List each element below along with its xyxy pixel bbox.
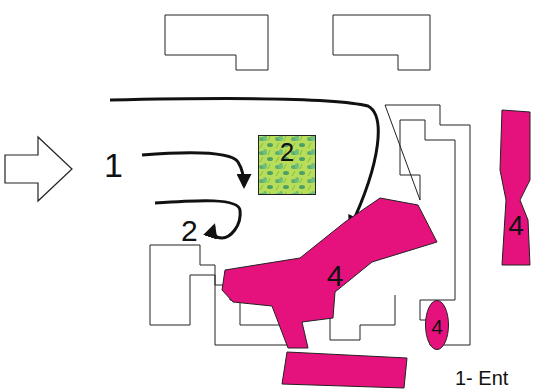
circulation-arrow [142,153,244,186]
area-number: 4 [431,316,443,337]
paved-area: 4 [215,190,440,350]
shape-outline [498,110,532,268]
legend-note: 1- Ent [455,368,508,388]
callout-number: 1 [104,148,123,182]
area-number: 2 [280,139,294,165]
building-outline [333,15,430,70]
area-number: 4 [327,261,344,291]
area-number: 4 [508,212,524,240]
entrance-arrow [5,137,72,201]
building-outline [330,295,395,340]
building-outline [165,15,268,70]
green-space: 2 [258,135,316,195]
circulation-arrow [110,98,378,228]
paved-area: 4 [498,110,532,268]
paved-area: 4 [425,300,449,350]
paved-area [282,352,407,388]
callout-number: 2 [181,216,198,246]
